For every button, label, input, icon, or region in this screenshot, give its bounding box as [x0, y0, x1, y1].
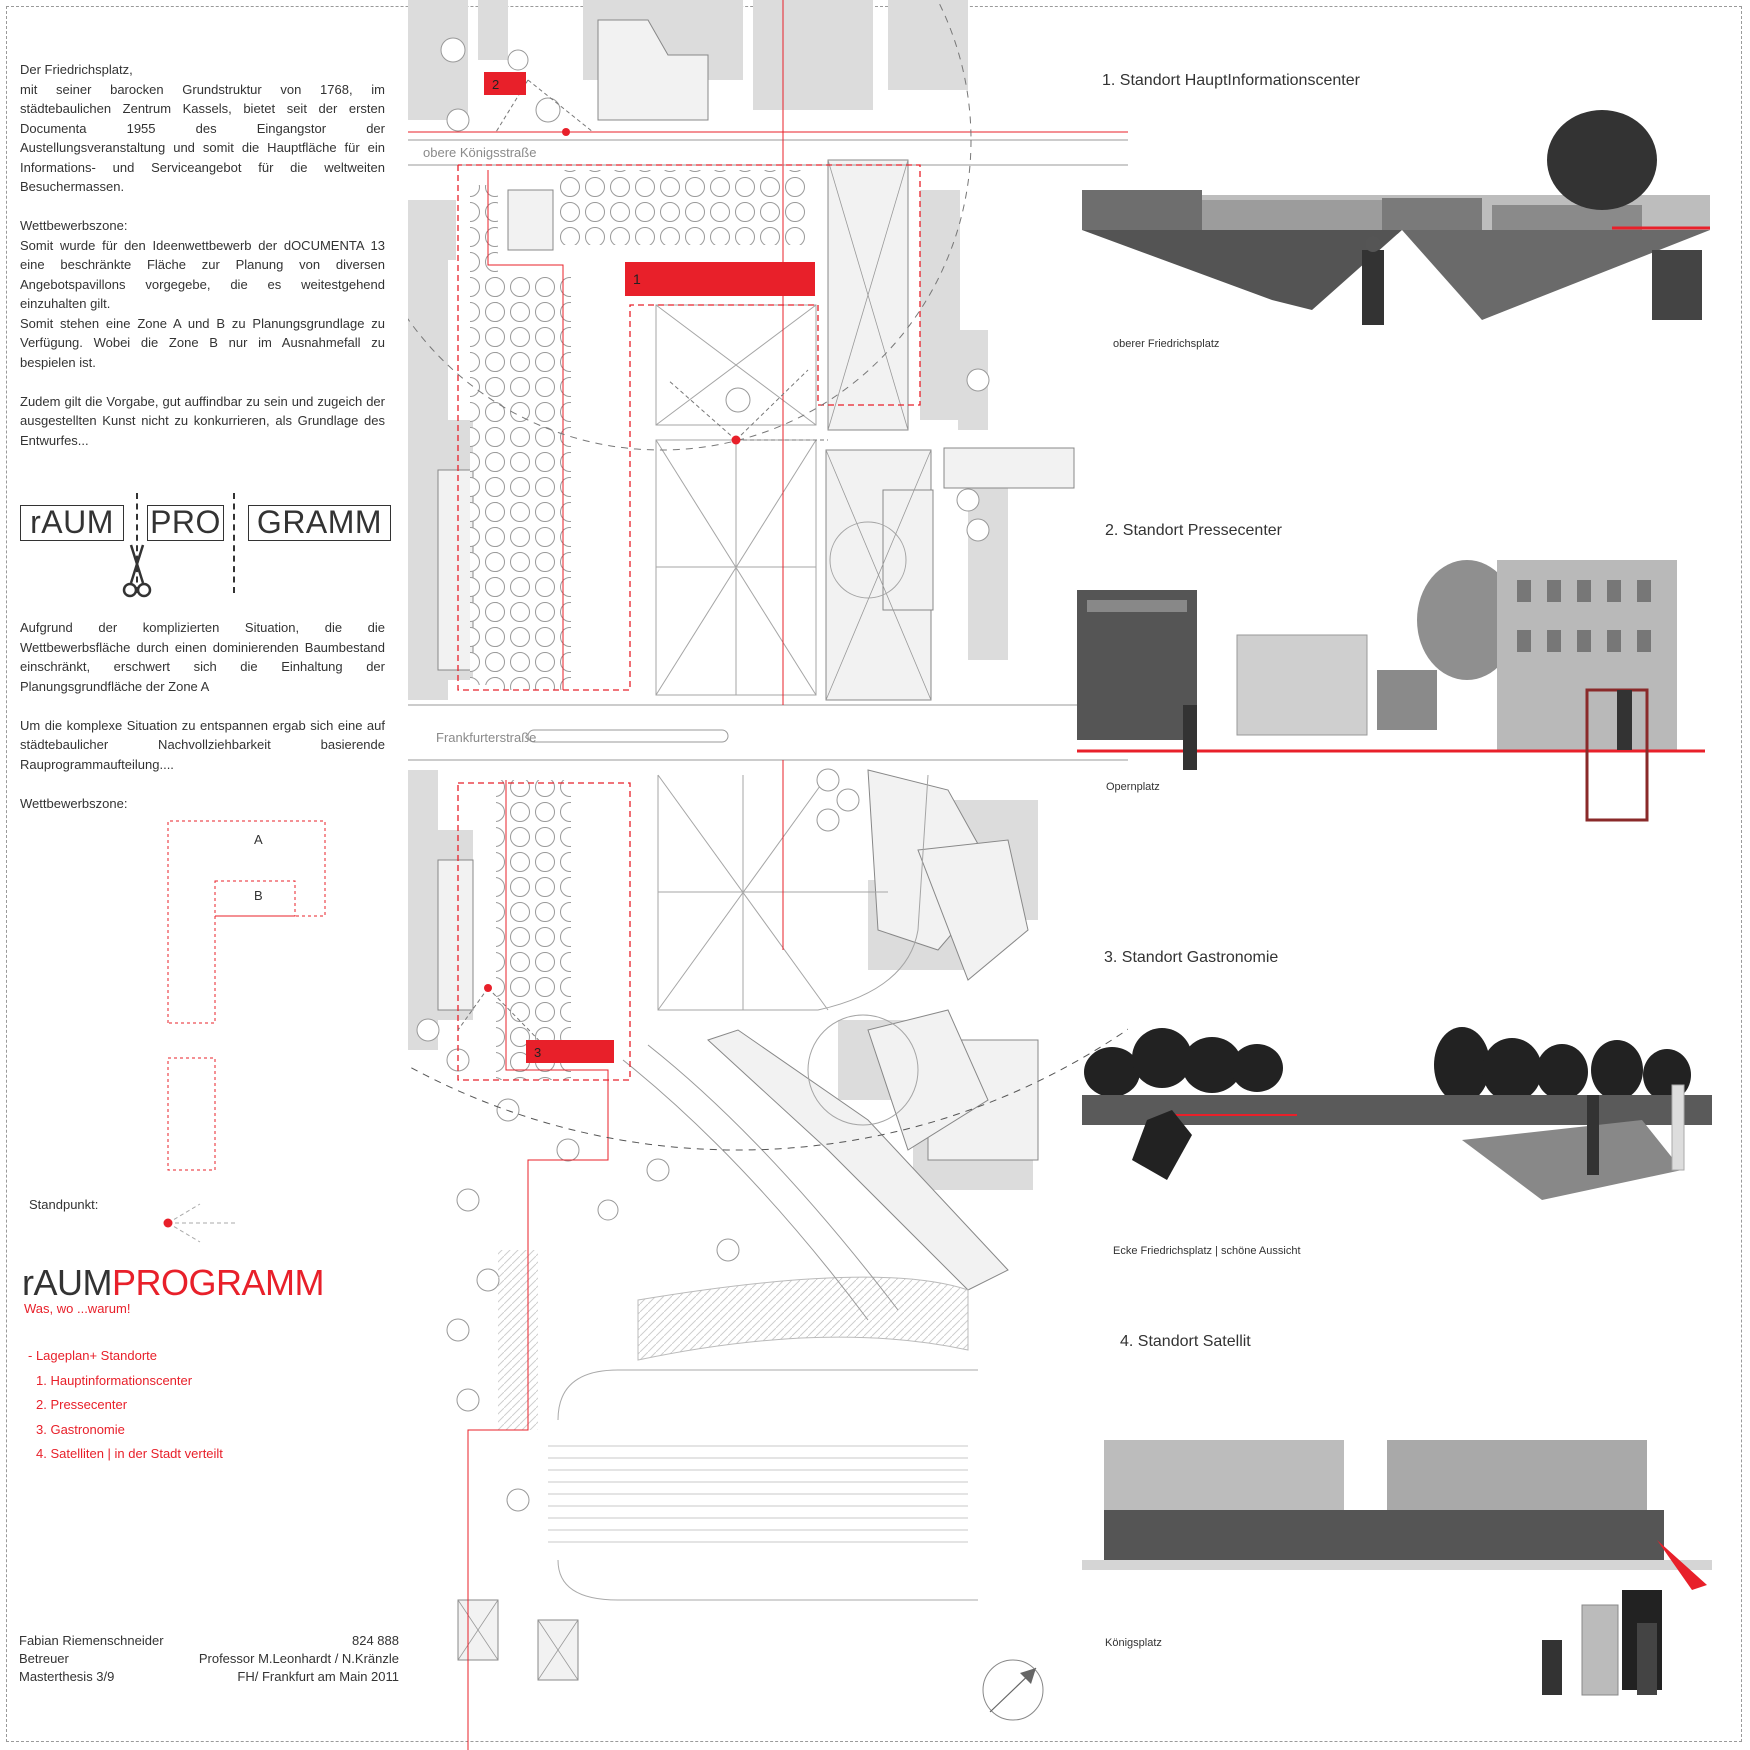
photo-friedrichsplatz	[1082, 110, 1710, 325]
body-paragraph-1: Aufgrund der komplizierten Situation, di…	[20, 620, 385, 694]
location-2-title: 2. Standort Pressecenter	[1105, 522, 1282, 539]
body-paragraph-2: Um die komplexe Situation zu entspannen …	[20, 717, 385, 772]
intro-paragraph-3: Zudem gilt die Vorgabe, gut auffindbar z…	[20, 393, 385, 448]
location-3-title: 3. Standort Gastronomie	[1104, 949, 1279, 966]
competition-zone-heading: Wettbewerbszone:	[20, 218, 128, 233]
program-box-gramm: GRAMM	[248, 505, 391, 541]
site-number-1: 1	[633, 271, 641, 287]
location-2-caption: Opernplatz	[1106, 781, 1160, 793]
contents-item: - Lageplan+ Standorte	[28, 1348, 158, 1363]
street-label-koenigsstrasse: obere Königsstraße	[423, 145, 536, 160]
scissors-icon	[122, 544, 152, 598]
cut-line-2	[233, 493, 235, 593]
location-1-caption: oberer Friedrichsplatz	[1113, 338, 1220, 350]
author-name: Fabian Riemenschneider	[19, 1633, 164, 1648]
site-number-2: 2	[492, 77, 499, 92]
photo-opernplatz	[1077, 560, 1705, 822]
contents-item: 4. Satelliten | in der Stadt verteilt	[36, 1446, 223, 1461]
location-3-caption: Ecke Friedrichsplatz | schöne Aussicht	[1113, 1245, 1301, 1257]
contents-item: 1. Hauptinformationscenter	[36, 1372, 193, 1388]
location-4-title: 4. Standort Satellit	[1120, 1333, 1251, 1350]
site-number-3: 3	[534, 1045, 541, 1060]
program-split-graphic: rAUM PRO GRAMM	[20, 493, 395, 600]
location-4-caption: Königsplatz	[1105, 1637, 1162, 1649]
intro-paragraph-1: Der Friedrichsplatz, mit seiner barocken…	[20, 62, 385, 194]
photo-gastronomie	[1082, 1027, 1712, 1200]
supervisors: Professor M.Leonhardt / N.Kränzle	[198, 1651, 399, 1666]
location-1-title: 1. Standort HauptInformationscenter	[1102, 72, 1360, 89]
cut-line-1	[136, 493, 138, 593]
school-label: FH/ Frankfurt am Main 2011	[237, 1669, 399, 1684]
thesis-label: Masterthesis 3/9	[19, 1669, 115, 1684]
title-part-2: PROGRAMM	[112, 1262, 325, 1303]
supervisor-label: Betreuer	[19, 1651, 69, 1666]
contents-item: 3. Gastronomie	[36, 1421, 125, 1437]
zone-diagram	[167, 820, 326, 1171]
body-text-2: Aufgrund der komplizierten Situation, di…	[20, 618, 385, 833]
poster-title: rAUMPROGRAMM	[22, 1262, 325, 1304]
photo-koenigsplatz	[1082, 1440, 1712, 1696]
contents-item: 2. Pressecenter	[36, 1397, 128, 1412]
intro-paragraph-2: Somit wurde für den Ideenwettbewerb der …	[20, 237, 385, 370]
title-part-1: rAUM	[22, 1262, 113, 1303]
poster-frame	[6, 6, 1742, 1742]
zones-heading: Wettbewerbszone:	[20, 795, 128, 811]
student-number: 824 888	[352, 1633, 399, 1648]
credits-block: Fabian Riemenschneider 824 888 Betreuer Pr…	[19, 1632, 399, 1686]
intro-text: Der Friedrichsplatz, mit seiner barocken…	[20, 60, 385, 470]
zone-b-label: B	[254, 888, 263, 903]
contents-list: - Lageplan+ Standorte 1. Hauptinformatio…	[28, 1344, 223, 1467]
zone-a-label: A	[254, 832, 263, 847]
program-box-raum: rAUM	[20, 505, 124, 541]
program-box-pro: PRO	[147, 505, 224, 541]
north-arrow-icon	[982, 1659, 1044, 1721]
standpoint-symbol	[163, 1203, 235, 1243]
poster-subtitle: Was, wo ...warum!	[24, 1301, 131, 1316]
site-plan: 2 1 3 obere Königsstraße Frankfurterstra…	[408, 0, 1128, 1750]
standpunkt-label: Standpunkt:	[29, 1197, 99, 1212]
street-label-frankfurter: Frankfurterstraße	[436, 730, 536, 745]
